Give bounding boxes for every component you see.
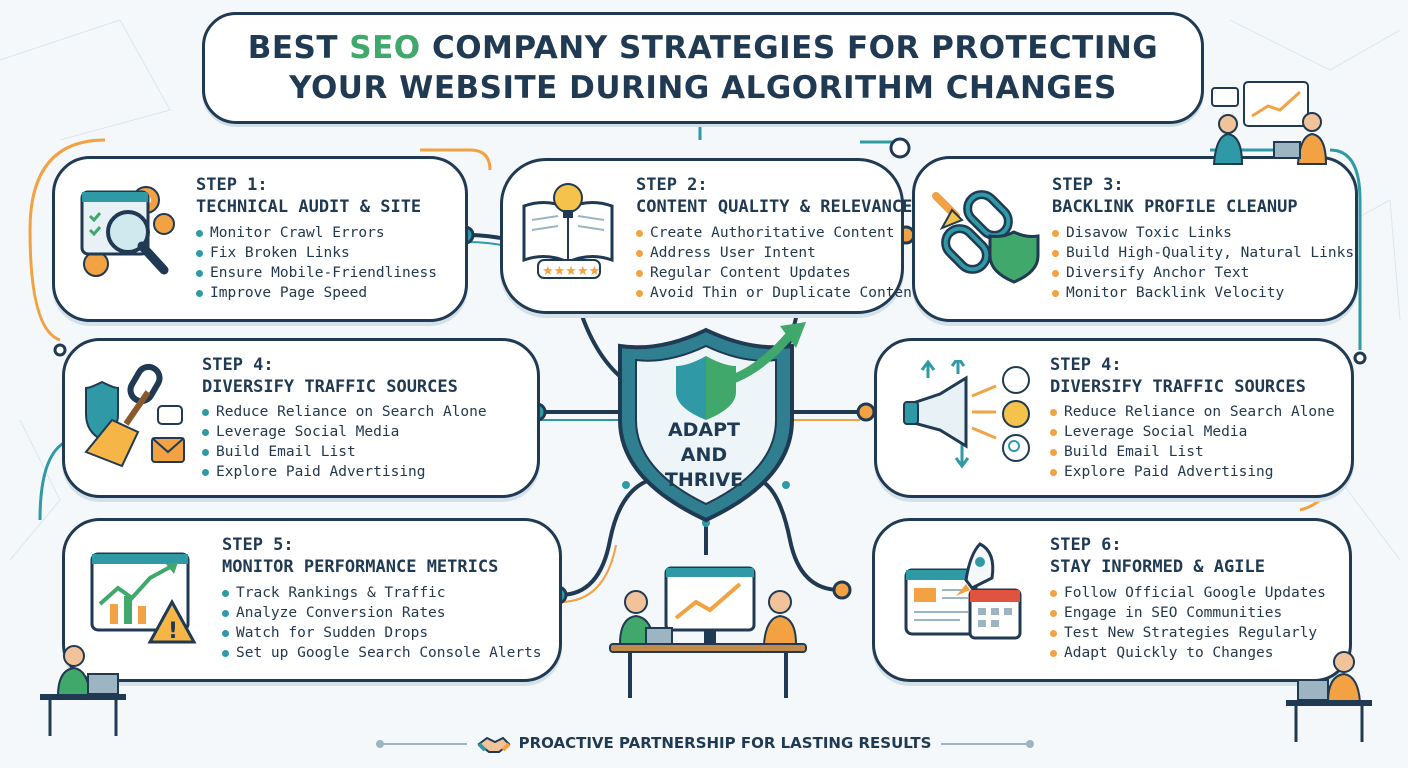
list-item: Disavow Toxic Links bbox=[1050, 223, 1354, 243]
step-6-heading: STEP 6:STAY INFORMED & AGILE bbox=[1050, 534, 1265, 578]
megaphone-icon bbox=[903, 360, 1030, 469]
analysts-dashboard-illustration bbox=[1211, 81, 1328, 165]
list-item: Track Rankings & Traffic bbox=[220, 583, 542, 603]
list-item: Leverage Social Media bbox=[200, 422, 487, 442]
list-item: Leverage Social Media bbox=[1048, 422, 1335, 442]
step-1-heading: STEP 1:TECHNICAL AUDIT & SITE bbox=[196, 174, 421, 218]
title-line-2: YOUR WEBSITE DURING ALGORITHM CHANGES bbox=[289, 70, 1117, 106]
list-item: Ensure Mobile-Friendliness bbox=[194, 263, 437, 283]
step-4-right-title: DIVERSIFY TRAFFIC SOURCES bbox=[1050, 377, 1306, 397]
list-item: Build Email List bbox=[200, 442, 487, 462]
list-item: Monitor Backlink Velocity bbox=[1050, 283, 1354, 303]
step-4-right-list: Reduce Reliance on Search Alone Leverage… bbox=[1048, 402, 1335, 482]
step-3-heading: STEP 3:BACKLINK PROFILE CLEANUP bbox=[1052, 174, 1298, 218]
list-item: Explore Paid Advertising bbox=[200, 462, 487, 482]
list-item: Build Email List bbox=[1048, 442, 1335, 462]
list-item: Build High-Quality, Natural Links bbox=[1050, 243, 1354, 263]
step-2-list: Create Authoritative Content Address Use… bbox=[634, 223, 921, 303]
team-at-desk-illustration bbox=[609, 566, 807, 698]
step-4-left-list: Reduce Reliance on Search Alone Leverage… bbox=[200, 402, 487, 482]
svg-text:!: ! bbox=[168, 619, 178, 644]
magnifier-gears-icon bbox=[80, 186, 175, 277]
list-item: Reduce Reliance on Search Alone bbox=[200, 402, 487, 422]
step-5-heading: STEP 5:MONITOR PERFORMANCE METRICS bbox=[222, 534, 498, 578]
step-4-left-heading: STEP 4:DIVERSIFY TRAFFIC SOURCES bbox=[202, 354, 458, 398]
center-shield-icon bbox=[618, 322, 806, 523]
list-item: Engage in SEO Communities bbox=[1048, 603, 1326, 623]
list-item: Create Authoritative Content bbox=[634, 223, 921, 243]
title-highlight: SEO bbox=[349, 30, 421, 66]
list-item: Explore Paid Advertising bbox=[1048, 462, 1335, 482]
step-5-list: Track Rankings & Traffic Analyze Convers… bbox=[220, 583, 542, 663]
title-banner: BEST SEO COMPANY STRATEGIES FOR PROTECTI… bbox=[202, 12, 1204, 124]
list-item: Fix Broken Links bbox=[194, 243, 437, 263]
list-item: Follow Official Google Updates bbox=[1048, 583, 1326, 603]
broken-chain-shield-icon bbox=[932, 190, 1040, 284]
step-3-list: Disavow Toxic Links Build High-Quality, … bbox=[1050, 223, 1354, 303]
step-4-left-card bbox=[62, 338, 540, 498]
broom-chain-icon bbox=[84, 363, 185, 468]
step-5-title: MONITOR PERFORMANCE METRICS bbox=[222, 557, 499, 577]
step-4-left-title: DIVERSIFY TRAFFIC SOURCES bbox=[202, 377, 458, 397]
person-with-laptop-illustration bbox=[1286, 651, 1372, 742]
title-line-1: BEST SEO COMPANY STRATEGIES FOR PROTECTI… bbox=[247, 30, 1159, 66]
step-2-number: STEP 2: bbox=[636, 175, 708, 195]
step-6-list: Follow Official Google Updates Engage in… bbox=[1048, 583, 1326, 663]
footer-tagline: PROACTIVE PARTNERSHIP FOR LASTING RESULT… bbox=[0, 732, 1408, 758]
step-2-heading: STEP 2:CONTENT QUALITY & RELEVANCE bbox=[636, 174, 912, 218]
step-4-right-number: STEP 4: bbox=[1050, 355, 1122, 375]
step-1-list: Monitor Crawl Errors Fix Broken Links En… bbox=[194, 223, 437, 303]
step-6-number: STEP 6: bbox=[1050, 535, 1122, 555]
chart-warning-icon: ! bbox=[90, 552, 197, 644]
person-with-laptop-illustration bbox=[40, 645, 126, 736]
step-1-number: STEP 1: bbox=[196, 175, 268, 195]
list-item: Address User Intent bbox=[634, 243, 921, 263]
list-item: Diversify Anchor Text bbox=[1050, 263, 1354, 283]
footer-text: PROACTIVE PARTNERSHIP FOR LASTING RESULT… bbox=[518, 734, 932, 752]
rocket-calendar-icon bbox=[904, 542, 1022, 640]
step-3-title: BACKLINK PROFILE CLEANUP bbox=[1052, 197, 1298, 217]
list-item: Regular Content Updates bbox=[634, 263, 921, 283]
step-6-title: STAY INFORMED & AGILE bbox=[1050, 557, 1265, 577]
handshake-icon bbox=[476, 736, 511, 753]
step-4-left-number: STEP 4: bbox=[202, 355, 274, 375]
step-1-title: TECHNICAL AUDIT & SITE bbox=[196, 197, 422, 217]
svg-text:★★★★★: ★★★★★ bbox=[542, 264, 600, 279]
list-item: Monitor Crawl Errors bbox=[194, 223, 437, 243]
list-item: Adapt Quickly to Changes bbox=[1048, 643, 1326, 663]
step-2-title: CONTENT QUALITY & RELEVANCE bbox=[636, 197, 913, 217]
list-item: Improve Page Speed bbox=[194, 283, 437, 303]
step-3-number: STEP 3: bbox=[1052, 175, 1124, 195]
step-5-number: STEP 5: bbox=[222, 535, 294, 555]
list-item: Avoid Thin or Duplicate Content bbox=[634, 283, 921, 303]
book-lightbulb-icon: ★★★★★ bbox=[522, 183, 614, 279]
list-item: Reduce Reliance on Search Alone bbox=[1048, 402, 1335, 422]
list-item: Set up Google Search Console Alerts bbox=[220, 643, 542, 663]
list-item: Analyze Conversion Rates bbox=[220, 603, 542, 623]
step-4-right-heading: STEP 4:DIVERSIFY TRAFFIC SOURCES bbox=[1050, 354, 1306, 398]
list-item: Test New Strategies Regularly bbox=[1048, 623, 1326, 643]
step-3-card bbox=[912, 156, 1358, 322]
list-item: Watch for Sudden Drops bbox=[220, 623, 542, 643]
